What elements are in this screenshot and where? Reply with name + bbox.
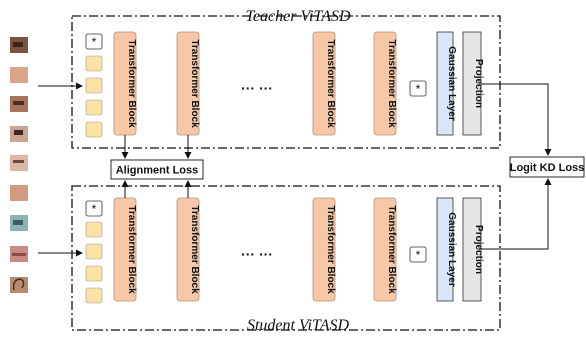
teacher-frame <box>71 15 501 149</box>
teacher-transformer-block-3 <box>312 31 336 136</box>
student-transformer-block-2-label: Transformer Block <box>189 205 200 294</box>
teacher-output-to-kd-arrow <box>481 83 552 156</box>
logit-kd-loss-label: Logit KD Loss <box>510 162 585 174</box>
face-patches <box>10 37 28 293</box>
student-gaussian-layer-label: Gaussian Layer <box>446 212 457 287</box>
student-patch-token <box>85 287 103 304</box>
teacher-transformer-block-4 <box>373 31 397 136</box>
teacher-patch-token <box>85 55 103 72</box>
student-transformer-block-1-label: Transformer Block <box>126 205 137 294</box>
teacher-tokens: * <box>85 33 103 138</box>
student-cls-token-label: * <box>92 202 97 216</box>
teacher-projection-label: Projection <box>473 59 484 108</box>
student-title: Student ViTASD <box>247 317 350 334</box>
student-gaussian-layer <box>436 197 454 302</box>
student-patch-token <box>85 265 103 282</box>
logit-kd-loss-box <box>509 156 585 178</box>
alignment-loss-label: Alignment Loss <box>116 165 199 177</box>
student-tokens: * <box>85 200 103 304</box>
student-output-token-label: * <box>416 248 421 262</box>
teacher-cls-token <box>85 33 103 50</box>
teacher-gaussian-layer <box>436 31 454 136</box>
teacher-transformer-block-4-label: Transformer Block <box>386 39 397 128</box>
teacher-transformer-block-3-label: Transformer Block <box>325 39 336 128</box>
teacher-transformer-block-1-label: Transformer Block <box>126 39 137 128</box>
teacher-output-token-label: * <box>416 82 421 96</box>
face-patch-6 <box>10 185 28 201</box>
teacher-patch-token <box>85 121 103 138</box>
student-transformer-block-3-label: Transformer Block <box>325 205 336 294</box>
face-patch-2 <box>10 67 28 83</box>
student-patch-token <box>85 243 103 260</box>
teacher-title: Teacher ViTASD <box>245 8 350 25</box>
alignment-loss-box <box>110 159 204 180</box>
student-patch-token <box>85 221 103 238</box>
teacher-transformer-block-2-label: Transformer Block <box>189 39 200 128</box>
student-projection-label: Projection <box>473 225 484 274</box>
student-transformer-block-3 <box>312 197 336 302</box>
student-frame <box>71 185 501 331</box>
student-ellipsis: ··· ··· <box>241 246 273 262</box>
teacher-ellipsis: ··· ··· <box>241 80 273 96</box>
student-cls-token <box>85 200 103 217</box>
student-transformer-block-4 <box>373 197 397 302</box>
teacher-patch-token <box>85 99 103 116</box>
teacher-gaussian-layer-label: Gaussian Layer <box>446 46 457 121</box>
teacher-output-token <box>409 80 427 97</box>
student-transformer-block-4-label: Transformer Block <box>386 205 397 294</box>
student-output-token <box>409 246 427 263</box>
teacher-patch-token <box>85 77 103 94</box>
teacher-cls-token-label: * <box>92 35 97 49</box>
student-output-to-kd-arrow <box>481 178 552 250</box>
